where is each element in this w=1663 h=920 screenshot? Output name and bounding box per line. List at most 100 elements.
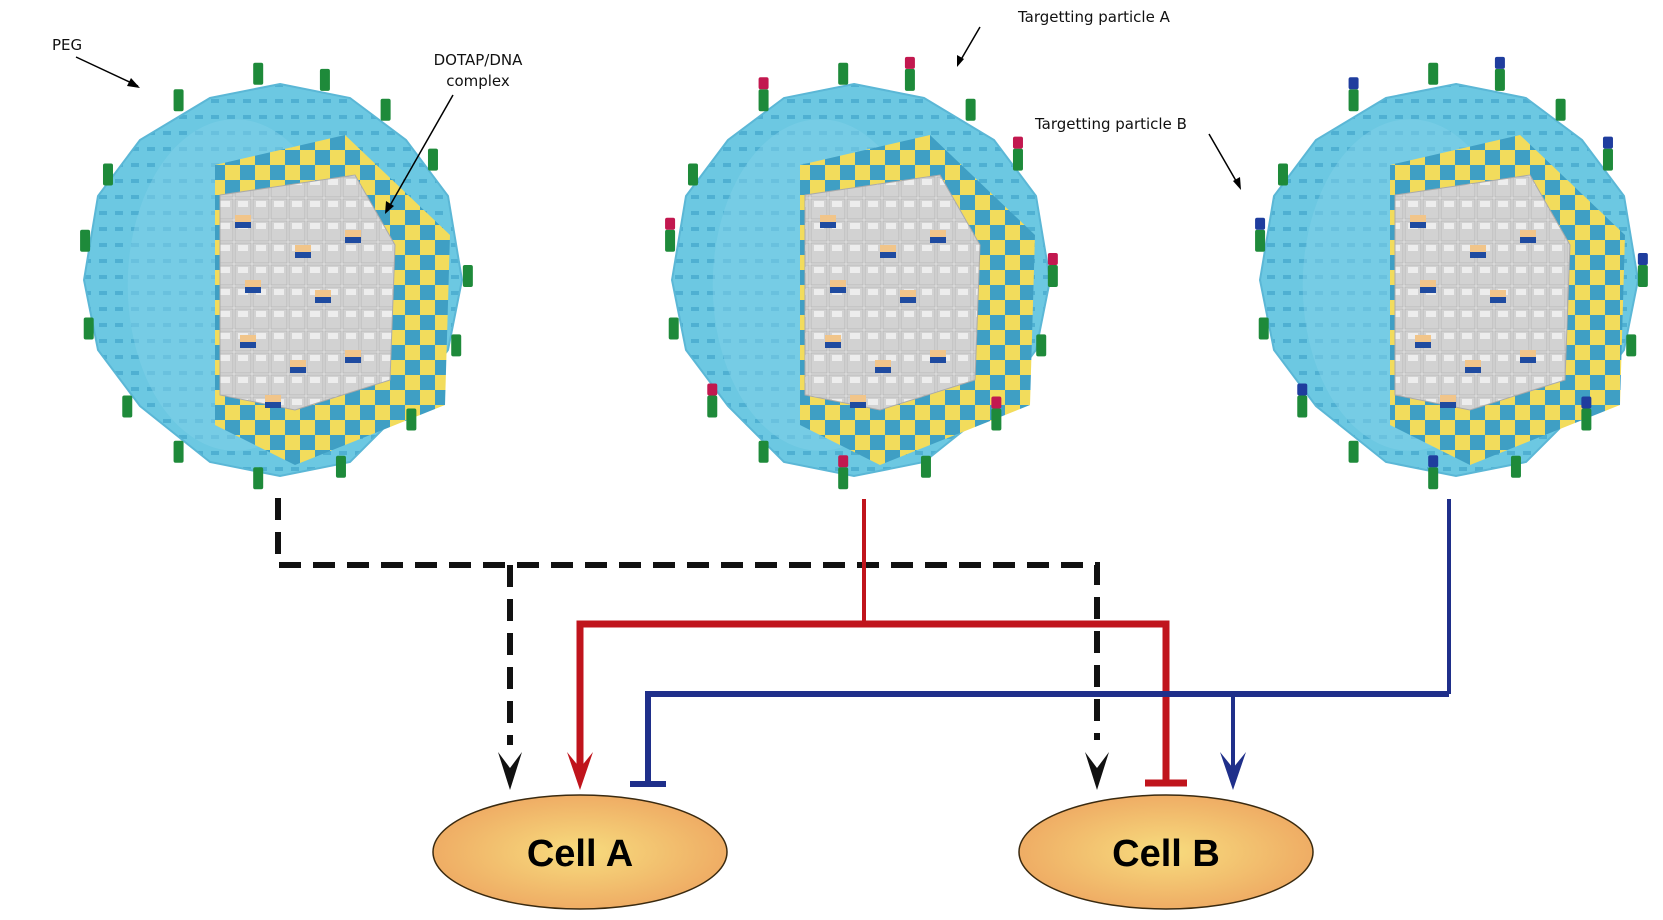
peg-chain	[707, 383, 718, 418]
peg-chain	[1258, 317, 1269, 340]
targeting-ligand	[1637, 253, 1648, 265]
dna-complex-block	[1520, 350, 1536, 363]
peg-chain	[462, 265, 473, 287]
dna-complex-block	[295, 245, 311, 258]
dna-complex-block	[315, 290, 331, 303]
dna-complex-block	[1470, 245, 1486, 258]
targeting-ligand	[1047, 253, 1058, 265]
targeting-b-pointer-head	[1233, 177, 1241, 190]
cell-a-body	[432, 794, 728, 910]
peg-pointer	[75, 56, 139, 87]
targeting-a-pointer	[958, 26, 981, 64]
dna-complex-block	[345, 230, 361, 243]
dna-complex-block	[265, 395, 281, 408]
targeting-ligand	[1012, 136, 1023, 149]
cell-b-label: Cell B	[1112, 833, 1220, 875]
peg-chain	[83, 317, 94, 340]
dna-complex-block	[830, 280, 846, 293]
pathway-targeted-a	[567, 499, 1187, 790]
cell-b: Cell B	[1018, 794, 1314, 910]
peg-chain	[253, 62, 264, 85]
nanoparticle-targeted-a	[665, 56, 1058, 490]
dna-complex-block	[1465, 360, 1481, 373]
cell-a-label: Cell A	[527, 833, 633, 875]
dna-complex-block	[930, 230, 946, 243]
dna-complex-block	[290, 360, 306, 373]
targeting-ligand	[1428, 455, 1439, 468]
dna-complex-block	[240, 335, 256, 348]
peg-chain	[1581, 396, 1592, 431]
peg-chain	[1012, 136, 1023, 171]
peg-chain	[1348, 77, 1359, 112]
peg-chain	[904, 56, 915, 91]
peg-chain	[380, 98, 391, 121]
targeting-ligand	[991, 396, 1002, 409]
dotap-pointer	[387, 94, 454, 210]
nanoparticle-untargeted	[80, 62, 473, 490]
targeting-a-label: Targetting particle A	[1017, 8, 1171, 26]
peg-chain	[1036, 334, 1047, 357]
arrowhead-black-cell-a	[498, 752, 522, 790]
peg-chain	[173, 440, 184, 463]
targeting-a-pointer-head	[957, 55, 964, 67]
peg-chain	[1348, 440, 1359, 463]
peg-chain	[335, 455, 346, 478]
targeting-b-pointer	[1208, 133, 1240, 187]
peg-chain	[427, 148, 438, 171]
dna-complex-block	[1440, 395, 1456, 408]
peg-chain	[319, 68, 330, 91]
pathway-targeted-b	[630, 499, 1451, 790]
dashed-line-to-cell-b	[275, 498, 1100, 740]
peg-chain	[920, 455, 931, 478]
peg-chain	[173, 89, 184, 112]
peg-chain	[758, 77, 769, 112]
peg-chain	[1255, 217, 1266, 252]
arrowhead-red-cell-a	[567, 752, 593, 790]
cell-a: Cell A	[432, 794, 728, 910]
targeting-ligand	[665, 217, 676, 230]
peg-chain	[838, 62, 849, 85]
peg-chain	[1637, 253, 1648, 287]
dna-complex-block	[1420, 280, 1436, 293]
blue-branch	[645, 691, 1449, 783]
peg-chain	[1047, 253, 1058, 287]
targeting-ligand	[904, 56, 915, 69]
peg-chain	[758, 440, 769, 463]
dna-complex-block	[880, 245, 896, 258]
targeting-ligand	[1297, 383, 1308, 396]
targeting-b-label: Targetting particle B	[1034, 115, 1187, 133]
peg-chain	[668, 317, 679, 340]
peg-chain	[102, 163, 113, 186]
peg-chain	[1494, 56, 1505, 91]
dotap-label-line1: DOTAP/DNA	[434, 51, 523, 69]
dna-complex-block	[235, 215, 251, 228]
dna-complex-block	[245, 280, 261, 293]
peg-chain	[687, 163, 698, 186]
peg-chain	[665, 217, 676, 252]
peg-chain	[965, 98, 976, 121]
dna-complex-block	[345, 350, 361, 363]
peg-chain	[838, 455, 849, 490]
dna-complex-block	[930, 350, 946, 363]
targeting-ligand	[1348, 77, 1359, 90]
peg-chain	[406, 408, 417, 431]
cell-b-body	[1018, 794, 1314, 910]
dotap-pointer-head	[385, 201, 394, 214]
nanoparticle-targeted-b	[1255, 56, 1648, 490]
peg-chain	[1510, 455, 1521, 478]
dotap-label-line2: complex	[446, 72, 510, 90]
dna-complex-block	[1415, 335, 1431, 348]
targeting-ligand	[1602, 136, 1613, 149]
targeting-ligand	[1255, 217, 1266, 230]
dna-complex-block	[1490, 290, 1506, 303]
targeting-ligand	[707, 383, 718, 396]
dna-complex-block	[1520, 230, 1536, 243]
dna-complex-block	[875, 360, 891, 373]
arrowhead-blue-cell-b	[1220, 752, 1246, 790]
peg-chain	[122, 395, 133, 418]
arrowhead-black-cell-b	[1085, 752, 1109, 790]
dna-complex-block	[900, 290, 916, 303]
peg-chain	[1277, 163, 1288, 186]
dna-complex-block	[825, 335, 841, 348]
